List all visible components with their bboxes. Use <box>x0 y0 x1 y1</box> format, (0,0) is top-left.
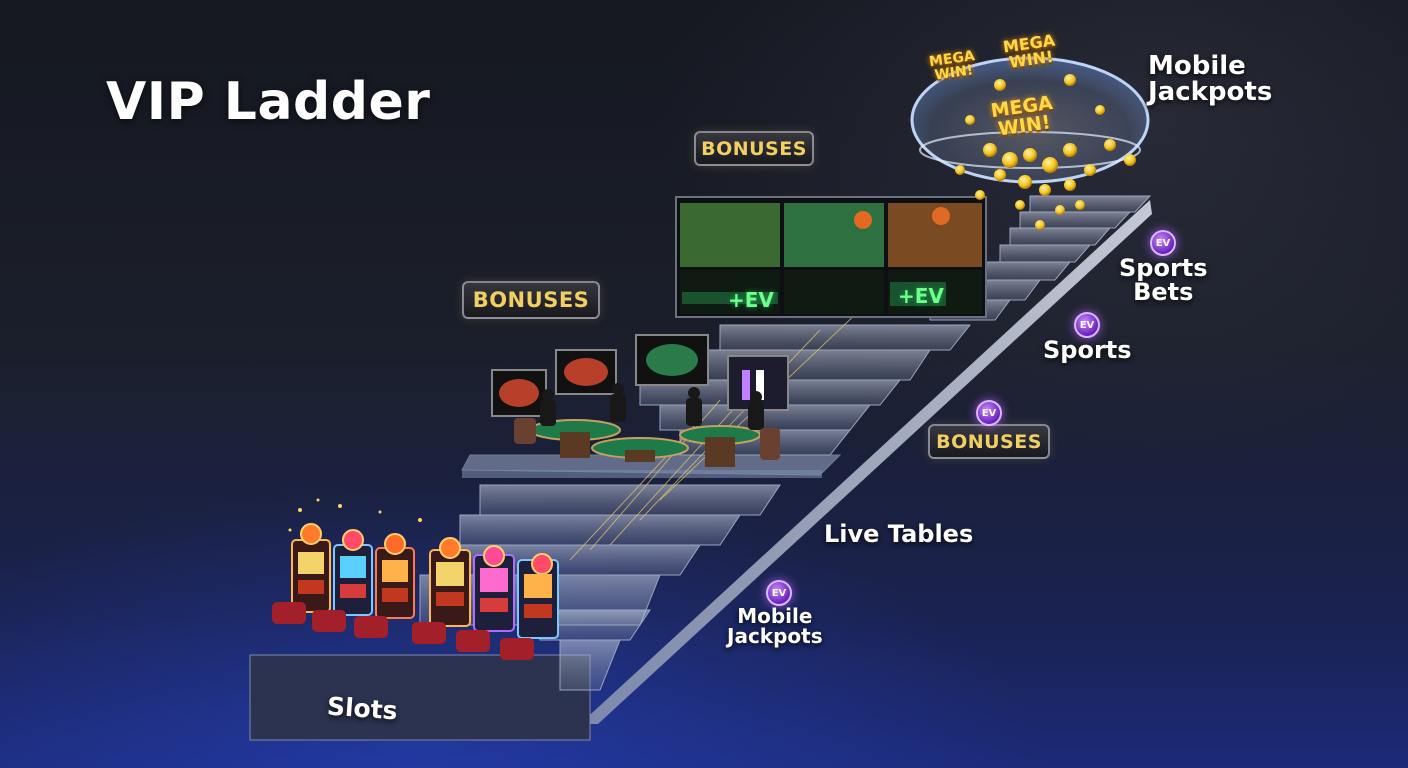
label-mobile-jackpots-low: Mobile Jackpots <box>727 606 823 646</box>
label-sports-bets: Sports Bets <box>1119 256 1208 304</box>
mega-win-center: MEGA WIN! <box>989 92 1057 141</box>
slot-machines <box>272 498 559 660</box>
label-sports-bets-line1: Sports <box>1119 254 1208 282</box>
ev-icon-mobile-jackpots: EV <box>766 580 792 606</box>
ev-screen-label-left: +EV <box>728 288 774 312</box>
slot-machine <box>473 545 515 632</box>
label-mobile-jackpots-top-line2: Jackpots <box>1148 77 1273 107</box>
live-tables <box>514 383 780 467</box>
slot-machine <box>333 529 373 616</box>
dealers <box>540 383 764 430</box>
stair-rail <box>580 200 1152 724</box>
slot-sparkles <box>288 498 422 532</box>
bonuses-badge-right: BONUSES <box>928 424 1050 459</box>
slot-machine <box>429 537 471 627</box>
mega-win-top: MEGA WIN! <box>1002 31 1058 72</box>
slot-machine <box>291 523 331 613</box>
mega-win-left: MEGA WIN! <box>928 48 977 84</box>
table-chairs <box>514 418 780 460</box>
bonuses-badge-top: BONUSES <box>694 131 814 166</box>
label-mobile-jackpots-top-line1: Mobile <box>1148 51 1246 81</box>
label-sports-bets-line2: Bets <box>1133 278 1194 306</box>
jackpot-dome <box>910 56 1150 230</box>
ev-icon-sports: EV <box>1074 312 1100 338</box>
page-title: VIP Ladder <box>106 72 431 132</box>
coins <box>955 74 1136 230</box>
bonuses-badge-left: BONUSES <box>462 281 600 319</box>
label-mobile-jackpots-low-line2: Jackpots <box>727 624 823 648</box>
label-mobile-jackpots-low-line1: Mobile <box>737 604 813 628</box>
table-monitors <box>491 334 789 417</box>
slot-chairs <box>272 602 534 660</box>
ev-icon-bonuses: EV <box>976 400 1002 426</box>
ev-screen-label-right: +EV <box>898 284 944 308</box>
label-slots: Slots <box>326 691 399 726</box>
label-live-tables: Live Tables <box>824 520 974 548</box>
label-sports: Sports <box>1043 336 1132 364</box>
sports-screens <box>675 196 987 318</box>
label-mobile-jackpots-top: Mobile Jackpots <box>1148 53 1272 105</box>
slot-machine <box>375 533 415 619</box>
slot-machine <box>517 553 559 639</box>
ev-icon-sports-bets: EV <box>1150 230 1176 256</box>
